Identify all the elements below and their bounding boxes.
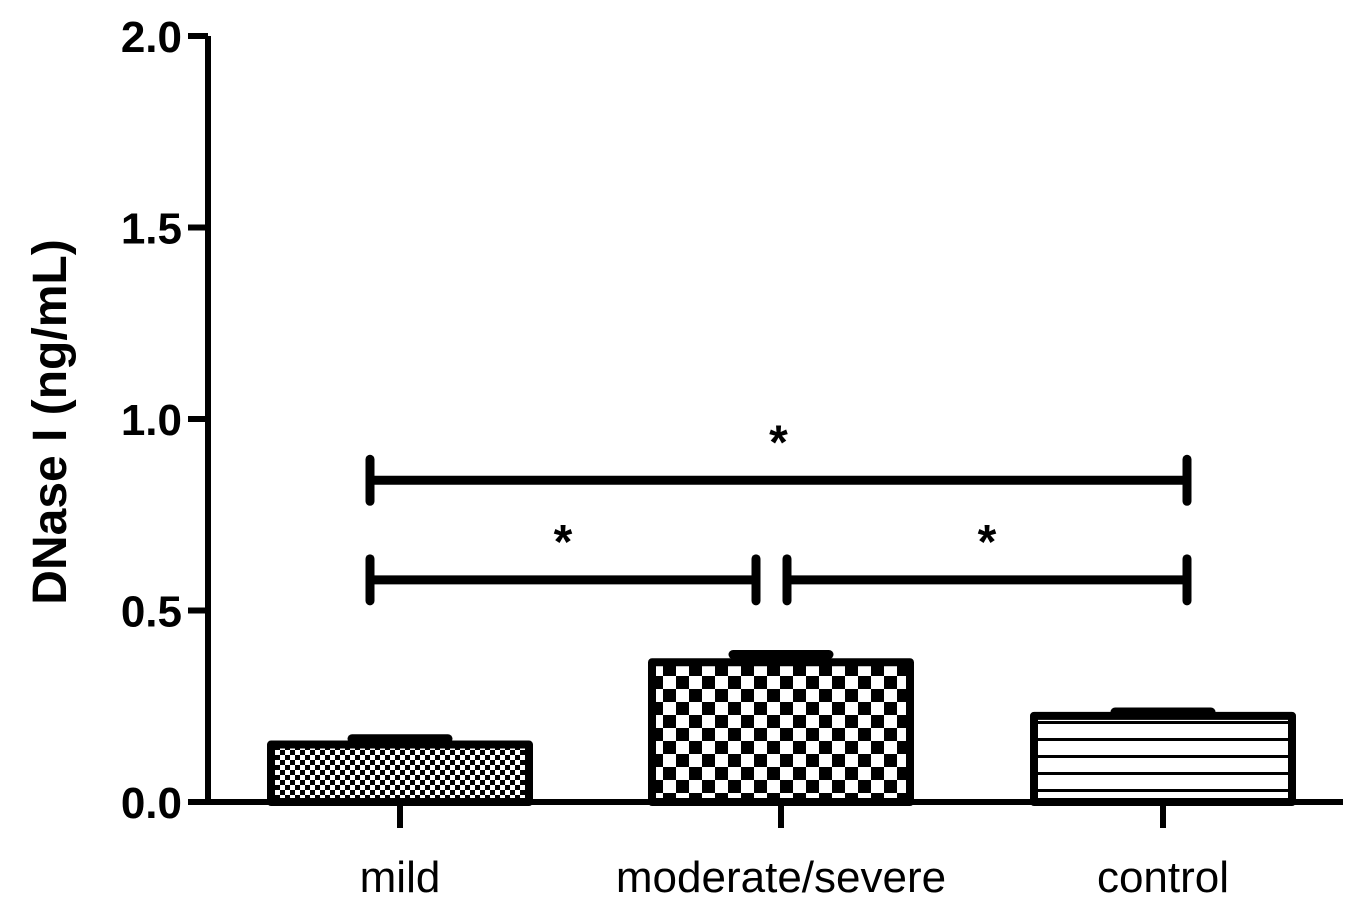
bar-moderate-severe bbox=[648, 658, 914, 807]
significance-star: * bbox=[978, 516, 997, 569]
y-tick-label: 0.0 bbox=[121, 779, 182, 828]
x-ticks: mild moderate/severe control bbox=[360, 802, 1229, 902]
bar-mild bbox=[267, 740, 533, 806]
x-tick-label: moderate/severe bbox=[616, 853, 946, 902]
significance-bracket: * bbox=[365, 516, 761, 606]
y-axis-label: DNase I (ng/mL) bbox=[24, 239, 77, 604]
significance-star: * bbox=[554, 516, 573, 569]
y-tick-label: 1.0 bbox=[121, 396, 182, 445]
y-tick-label: 0.5 bbox=[121, 588, 182, 637]
bars bbox=[267, 650, 1296, 807]
significance-brackets: * * * bbox=[365, 416, 1192, 606]
y-tick-label: 2.0 bbox=[121, 13, 182, 62]
x-tick-label: control bbox=[1097, 853, 1229, 902]
y-tick-label: 1.5 bbox=[121, 205, 182, 254]
significance-bracket: * bbox=[365, 416, 1192, 506]
y-ticks: 0.0 0.5 1.0 1.5 2.0 bbox=[121, 13, 208, 828]
x-tick-label: mild bbox=[360, 853, 441, 902]
bar-control bbox=[1030, 711, 1296, 807]
significance-bracket: * bbox=[782, 516, 1192, 606]
significance-star: * bbox=[769, 416, 788, 469]
